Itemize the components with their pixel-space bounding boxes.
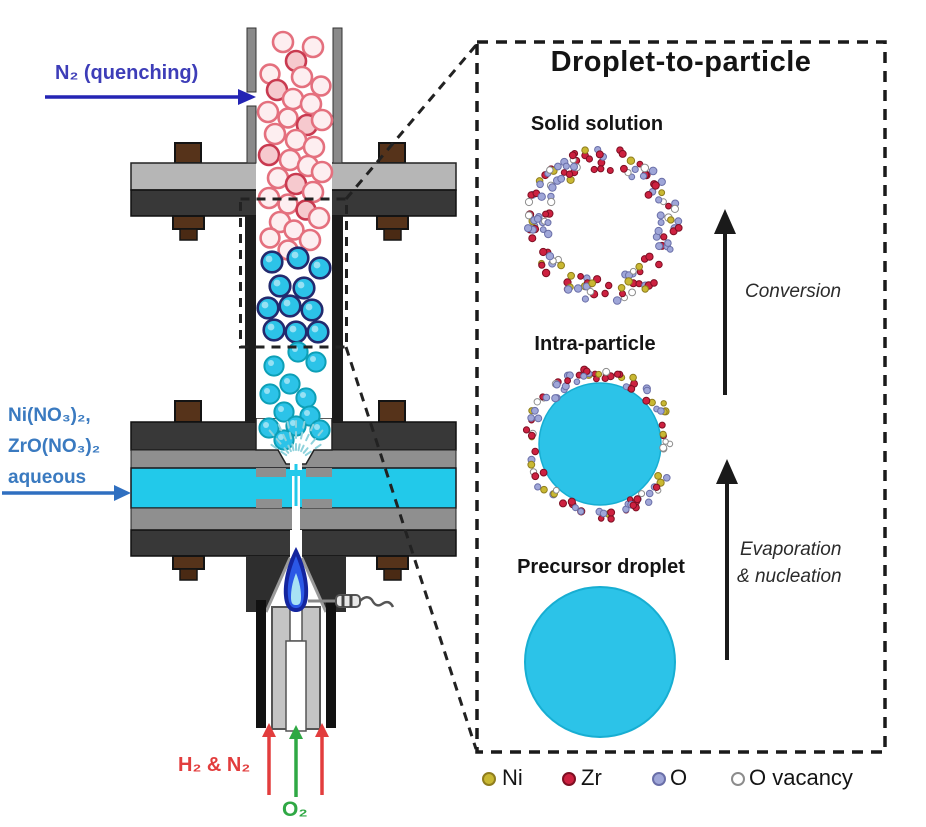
stage-label-intra-particle: Intra-particle bbox=[534, 333, 656, 355]
evaporation-arrow-label-line1: Evaporation bbox=[740, 539, 842, 560]
evaporation-arrow-label-line2: & nucleation bbox=[737, 566, 842, 587]
bolt-icon bbox=[383, 568, 402, 581]
evaporation-arrow-icon bbox=[716, 459, 738, 660]
precursor-solution-label: Ni(NO₃)₂, ZrO(NO₃)₂ aqueous bbox=[8, 400, 100, 493]
bolt-icon bbox=[378, 400, 406, 423]
burner-tube bbox=[271, 606, 321, 732]
precursor-droplet-circle bbox=[524, 586, 676, 738]
panel-title: Droplet-to-particle bbox=[550, 46, 812, 78]
bolt-icon bbox=[174, 400, 202, 423]
spray-icon bbox=[268, 420, 324, 457]
top-flange bbox=[130, 142, 457, 241]
droplet-cloud bbox=[256, 246, 332, 451]
bolt-icon bbox=[172, 555, 205, 570]
conversion-arrow-icon bbox=[714, 209, 736, 395]
intra-particle-shell bbox=[522, 365, 674, 523]
igniter-icon bbox=[308, 594, 395, 608]
conversion-arrow-label: Conversion bbox=[745, 281, 842, 302]
flame-icon bbox=[283, 547, 309, 612]
burner-funnel bbox=[246, 556, 346, 613]
atomizer-flange bbox=[130, 400, 457, 581]
quench-arrow-icon bbox=[45, 89, 256, 105]
quench-gas-label: N₂ (quenching) bbox=[55, 62, 199, 84]
intra-particle-core bbox=[538, 382, 662, 506]
legend-label-o-vacancy: O vacancy bbox=[749, 765, 853, 790]
reactor-schematic bbox=[2, 27, 479, 797]
reactor-tube-walls bbox=[245, 27, 343, 422]
fuel-arrow-icon bbox=[262, 723, 329, 795]
bolt-icon bbox=[383, 228, 402, 241]
stage-label-solid-solution: Solid solution bbox=[530, 113, 664, 135]
product-particle-cloud bbox=[256, 30, 334, 261]
precursor-line-3: aqueous bbox=[8, 467, 87, 488]
solid-solution-ring bbox=[524, 146, 683, 305]
bolt-icon bbox=[174, 142, 202, 164]
legend-label-zr: Zr bbox=[581, 765, 602, 790]
bolt-icon bbox=[376, 555, 409, 570]
oxidizer-arrow-icon bbox=[289, 725, 303, 797]
oxidizer-gas-label: O₂ bbox=[282, 798, 308, 821]
fuel-gas-label: H₂ & N₂ bbox=[178, 754, 251, 776]
bolt-icon bbox=[376, 215, 409, 230]
mechanism-panel bbox=[475, 40, 887, 754]
legend-label-o: O bbox=[670, 765, 688, 790]
legend-label-ni: Ni bbox=[502, 765, 523, 790]
zoom-callout bbox=[239, 43, 479, 750]
burner-wall bbox=[256, 600, 266, 728]
bolt-icon bbox=[179, 568, 198, 581]
precursor-line-2: ZrO(NO₃)₂ bbox=[8, 436, 101, 457]
legend-dots bbox=[482, 772, 745, 786]
burner-wall bbox=[326, 600, 336, 728]
precursor-line-1: Ni(NO₃)₂, bbox=[8, 405, 91, 426]
precursor-arrow-icon bbox=[2, 485, 131, 501]
bolt-icon bbox=[179, 228, 198, 241]
stage-label-precursor-droplet: Precursor droplet bbox=[517, 556, 685, 578]
bolt-icon bbox=[172, 215, 205, 230]
